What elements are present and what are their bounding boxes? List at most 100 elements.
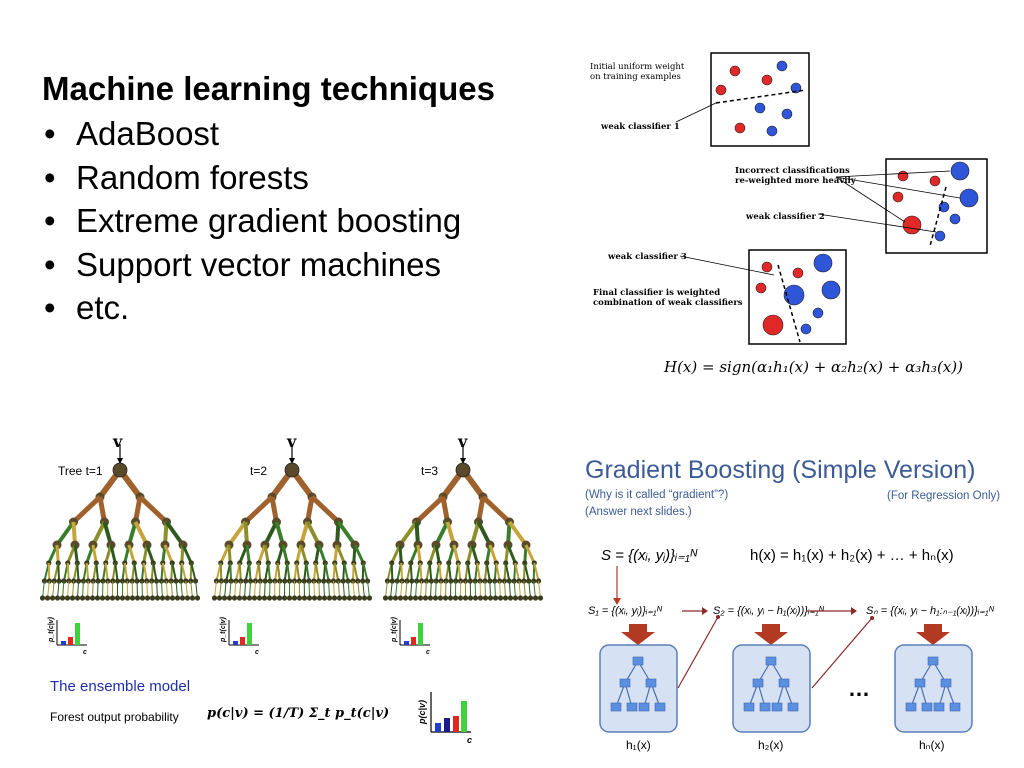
- tree-node: [417, 595, 424, 601]
- tree-branch: [47, 580, 50, 599]
- tree-branch: [337, 580, 340, 599]
- tree-node: [226, 595, 233, 601]
- pointer-line: [817, 213, 937, 233]
- tree-branch: [385, 580, 388, 599]
- blue-point: [783, 284, 805, 306]
- tree-branch: [190, 562, 197, 582]
- tree-node: [512, 595, 519, 601]
- tree-branch: [92, 580, 94, 599]
- tree-node: [914, 678, 926, 688]
- down-arrow: [754, 624, 788, 645]
- tree-branch: [295, 544, 303, 564]
- tree-branch: [219, 562, 223, 582]
- tree-branch: [190, 580, 193, 599]
- arrow-head: [460, 458, 466, 464]
- tree-branch: [342, 580, 345, 599]
- tree-branch: [447, 544, 456, 564]
- arrow-head: [702, 607, 708, 615]
- tree-node: [412, 595, 419, 601]
- tree-branch: [138, 495, 169, 524]
- tree-label: t=2: [250, 464, 268, 478]
- tree-node: [174, 595, 181, 601]
- tree-node: [356, 595, 363, 601]
- tree-branch: [229, 562, 233, 582]
- tree-branch: [123, 544, 131, 564]
- tree-branch: [164, 520, 185, 547]
- tree-branch: [476, 562, 482, 582]
- tree-node: [638, 702, 650, 712]
- tree-node: [49, 595, 56, 601]
- tree-branch: [180, 580, 183, 599]
- histogram-bar: [75, 623, 80, 645]
- tree-branch: [409, 562, 413, 582]
- tree-node: [326, 595, 333, 601]
- bullet-list: AdaBoost Random forests Extreme gradient…: [42, 112, 461, 330]
- tree-branch: [415, 580, 418, 599]
- tree-branch: [195, 580, 198, 599]
- tree-branch: [227, 520, 248, 547]
- tree-branch: [171, 562, 178, 582]
- tree-branch: [428, 562, 433, 582]
- tree-branch: [503, 580, 506, 599]
- weak-classifier-3-line: [777, 264, 801, 343]
- weak-classifier-3-label: weak classifier 3: [608, 252, 687, 262]
- tree-node: [321, 595, 328, 601]
- tree-node: [940, 678, 952, 688]
- tree-branch: [109, 544, 117, 564]
- arrow-head: [117, 458, 123, 464]
- tree-branch: [435, 580, 437, 599]
- tree-branch: [362, 562, 369, 582]
- tree-branch: [466, 562, 472, 582]
- tree-node: [256, 595, 263, 601]
- tree-node: [645, 678, 657, 688]
- blue-point: [754, 102, 766, 114]
- tree-branch: [67, 580, 70, 599]
- tree-node: [84, 595, 91, 601]
- tree-node: [99, 595, 106, 601]
- tree-node: [39, 595, 46, 601]
- input-v-label: v: [113, 432, 123, 451]
- tree-node: [482, 595, 489, 601]
- classifier-box-1: [710, 52, 810, 147]
- tree-branch: [243, 495, 274, 524]
- tree-node: [397, 595, 404, 601]
- tree-branch: [414, 495, 445, 524]
- tree-branch: [52, 580, 55, 599]
- tree-branch: [152, 562, 158, 582]
- tree-node: [221, 595, 228, 601]
- tree-node: [497, 595, 504, 601]
- histogram-bar: [68, 637, 73, 645]
- tree-node: [487, 595, 494, 601]
- tree-node: [149, 595, 156, 601]
- tree-branch: [533, 580, 536, 599]
- tree-node: [216, 595, 223, 601]
- tree-branch: [485, 562, 491, 582]
- tree-node: [532, 595, 539, 601]
- pointer-line: [675, 101, 719, 123]
- tree-node: [387, 595, 394, 601]
- tree-node: [933, 702, 945, 712]
- step-formula: S₂ = {(xᵢ, yᵢ − h₁(xᵢ))}ᵢ₌₁ᴺ: [713, 605, 824, 617]
- down-arrow: [916, 624, 950, 645]
- tree-branch: [494, 580, 496, 599]
- blue-point: [950, 161, 970, 181]
- tree-branch: [214, 580, 217, 599]
- blue-point: [938, 201, 950, 213]
- pointer-line: [835, 176, 906, 223]
- tree-node: [743, 702, 755, 712]
- tree-branch: [181, 544, 193, 564]
- tree-node: [619, 678, 631, 688]
- tree-branch: [390, 562, 394, 582]
- tree-branch: [123, 562, 129, 582]
- tree-node: [437, 595, 444, 601]
- tree-branch: [528, 580, 531, 599]
- tree-root-node: [455, 462, 471, 478]
- tree-node: [44, 595, 51, 601]
- tree-node: [189, 595, 196, 601]
- tree-branch: [62, 580, 65, 599]
- histogram-bar: [453, 716, 459, 732]
- tree-branch: [336, 520, 357, 547]
- tree-node: [169, 595, 176, 601]
- tree-branch: [507, 520, 528, 547]
- tree-branch: [400, 580, 403, 599]
